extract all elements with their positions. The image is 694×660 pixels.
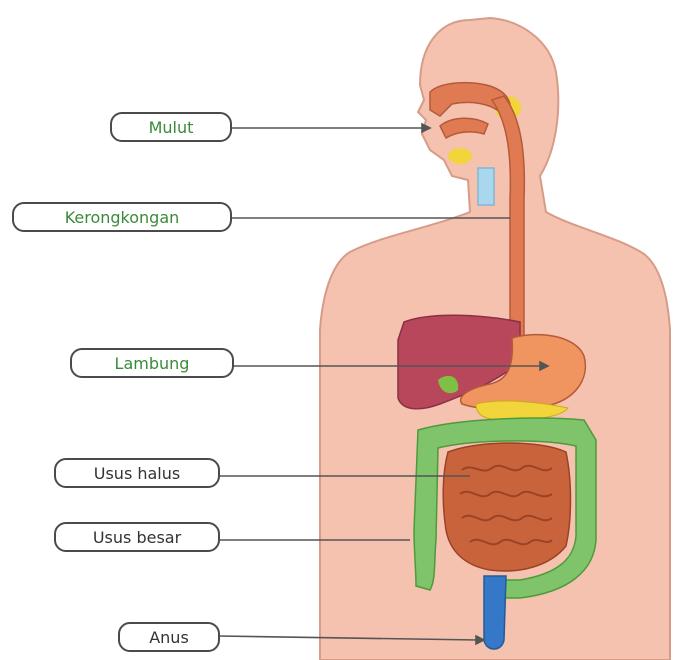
label-usus-halus: Usus halus — [54, 458, 220, 488]
label-kerongkongan: Kerongkongan — [12, 202, 232, 232]
small-intestine — [443, 443, 570, 571]
rectum-anus — [484, 576, 506, 649]
label-usus-halus-text: Usus halus — [94, 464, 180, 483]
label-mulut: Mulut — [110, 112, 232, 142]
salivary-gland-lower — [448, 148, 472, 164]
label-usus-besar: Usus besar — [54, 522, 220, 552]
label-kerongkongan-text: Kerongkongan — [65, 208, 180, 227]
label-lambung: Lambung — [70, 348, 234, 378]
label-anus: Anus — [118, 622, 220, 652]
label-lambung-text: Lambung — [115, 354, 190, 373]
label-usus-besar-text: Usus besar — [93, 528, 181, 547]
label-mulut-text: Mulut — [149, 118, 194, 137]
trachea — [478, 168, 494, 205]
label-anus-text: Anus — [149, 628, 189, 647]
